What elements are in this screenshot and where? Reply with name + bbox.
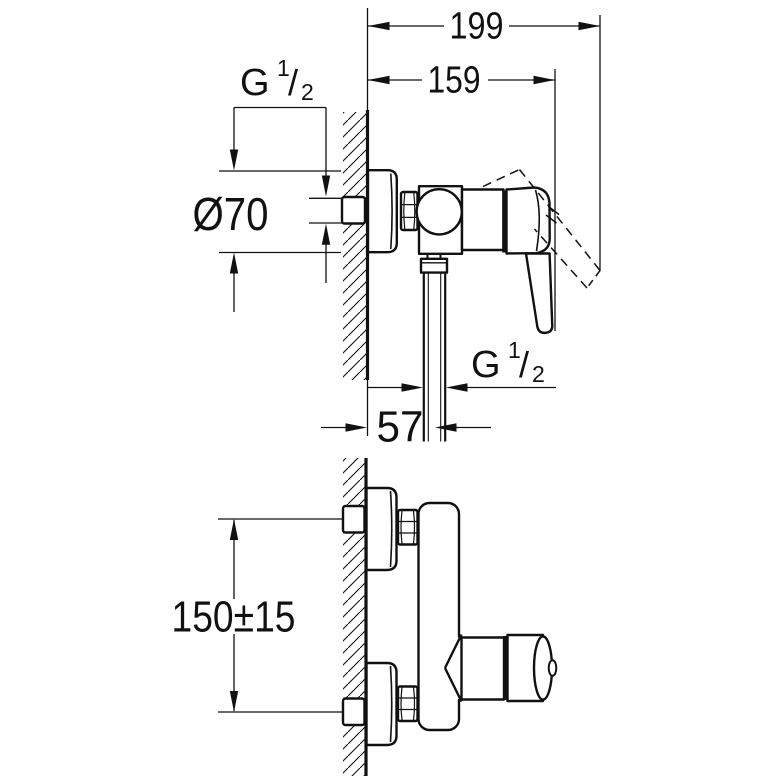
arrowhead-left [368,75,390,85]
outlet-nub [547,659,558,677]
hex-chamfer [412,687,416,721]
rosette-contour [389,665,393,743]
thread-numerator: 1 [508,337,521,363]
hex-chamfer [400,687,403,721]
plan-view: 150±15 [172,458,558,776]
dimension-rosette-diameter-70: Ø70 [193,107,341,312]
arrowhead-down [229,691,239,712]
union-square-nut-side [340,195,367,225]
thread-slash: / [519,344,529,385]
dim-57-label: 57 [377,403,424,452]
arrowhead-down [321,175,331,197]
rosette-top [365,486,398,572]
callout-inlet-thread-g-half: G 1 / 2 [234,55,331,283]
union-square-nut-top [341,504,366,534]
dimension-total-depth-199: 199 [368,6,601,271]
g-half-label-outlet: G 1 / 2 [471,337,545,387]
dashed-handle-edge [482,168,520,188]
mixer-body-plan [417,501,461,732]
dimension-outlet-thread-g-half: G 1 / 2 [368,337,556,392]
hex-chamfer [412,510,416,544]
rosette-contour [390,173,393,250]
outlet-cone [443,633,463,703]
wall-hatch-side [343,112,367,380]
ball-joint [415,187,464,236]
wall-hatch-plan [343,458,366,776]
thread-numerator: 1 [277,55,290,81]
thread-denominator: 2 [301,79,314,105]
handle-cap [505,186,551,255]
thread-denominator: 2 [532,361,545,387]
hex-chamfer [413,192,416,230]
cartridge-cylinder [460,188,505,252]
g-half-label-top: G 1 / 2 [240,55,314,105]
union-square-nut-bottom [341,697,366,727]
arrowhead-left [435,423,457,432]
thread-slash: / [288,62,298,103]
hex-chamfer [400,510,403,544]
outlet-cylinder [460,636,506,701]
dashed-handle-edge [533,228,588,289]
outlet-pipe [422,272,447,442]
arrowhead-left [368,21,390,31]
union-hex-nut-top [396,508,419,546]
arrowhead-up [229,519,239,540]
dimension-handle-depth-159: 159 [368,60,556,331]
dimension-outlet-offset-57: 57 [321,403,491,452]
dashed-handle-tick [548,205,560,216]
hex-chamfer [403,192,406,230]
dashed-handle-edge [518,169,601,271]
lever-handle [524,252,554,335]
rosette-side [366,169,398,254]
handle-cap-contour [534,189,541,252]
dim-diameter-70-label: Ø70 [193,188,269,240]
arrowhead-right [533,75,555,85]
arrowhead-right [578,21,600,31]
arrowhead-up [321,223,331,245]
side-view-elevation [309,8,601,442]
dim-159-label: 159 [428,60,481,102]
dim-199-label: 199 [450,6,504,48]
rosette-bottom [365,661,398,747]
rosette-contour [389,490,393,568]
body-edge-gap [456,637,464,699]
arrowhead-up [229,252,239,274]
union-hex-nut-bottom [396,685,419,723]
arrowhead-right [401,383,423,392]
outlet-collar-nut [419,257,449,274]
union-hex-nut-side [399,190,419,232]
dashed-handle-tip [586,270,601,289]
thread-base: G [240,62,270,104]
arrowhead-down [229,149,239,171]
dim-150-label: 150±15 [172,593,296,642]
arrowhead-left [446,383,468,392]
thread-base: G [471,344,501,386]
dimension-inlet-spacing-150: 150±15 [172,519,296,712]
arrowhead-right [345,423,367,432]
